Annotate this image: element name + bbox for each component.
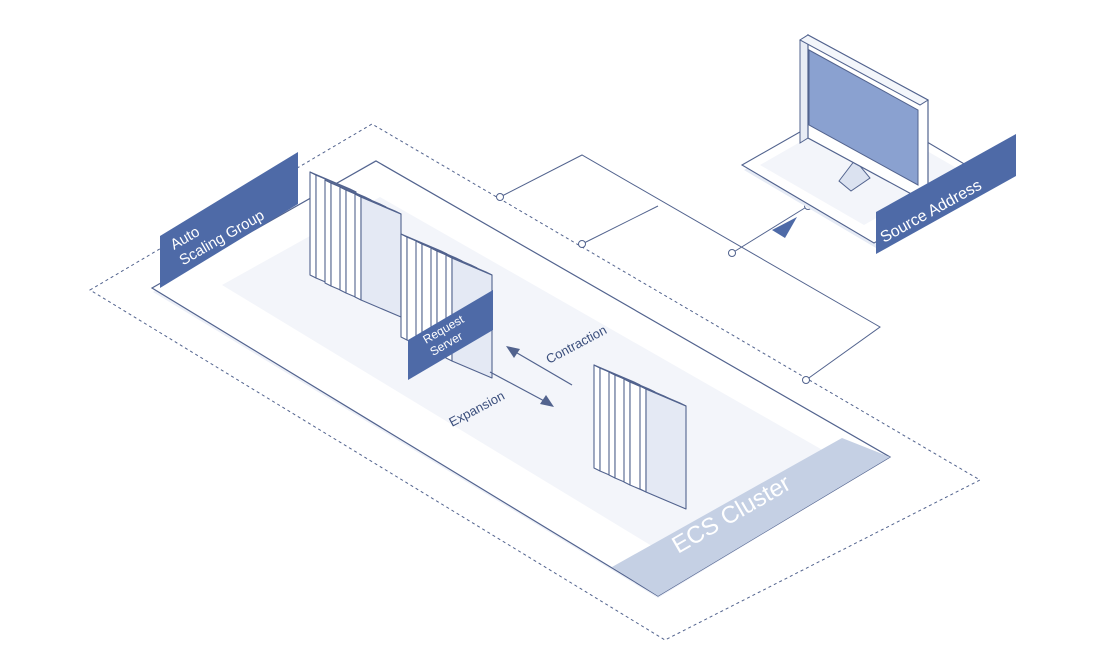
ecs-cluster-platform [150, 160, 892, 598]
network-lines [499, 154, 881, 381]
ecs-cluster-band [612, 438, 890, 596]
direction-arrow-icon [772, 217, 797, 238]
monitor-screen [808, 49, 919, 186]
expansion-arrow-head [540, 395, 554, 407]
scaling-arrows [489, 349, 573, 404]
monitor-icon [740, 33, 990, 248]
contraction-arrow-head [506, 346, 520, 358]
